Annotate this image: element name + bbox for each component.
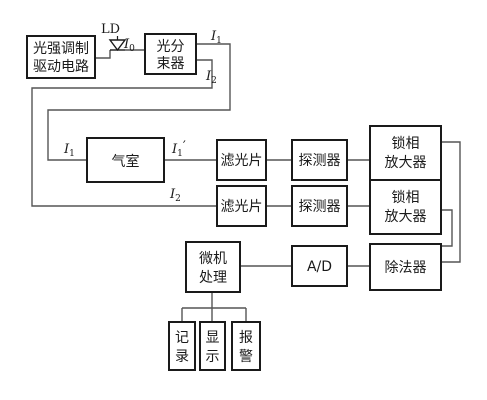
divider-block: 除法器 xyxy=(369,243,442,291)
laser-driver-line-1: 光强调制 xyxy=(33,41,89,57)
gas-cell-block: 气室 xyxy=(86,137,165,183)
record-line-2: 录 xyxy=(175,349,189,365)
alarm-block: 报 警 xyxy=(231,321,261,371)
lockin-bottom-line-1: 锁相 xyxy=(392,190,420,206)
detector-top-label: 探测器 xyxy=(299,153,341,169)
filter-top-block: 滤光片 xyxy=(216,139,267,181)
i2-bottom-label: I2 xyxy=(169,187,181,204)
display-line-1: 显 xyxy=(206,330,220,346)
display-line-2: 示 xyxy=(206,349,220,365)
laser-driver-line-2: 驱动电路 xyxy=(33,59,89,75)
detector-bottom-label: 探测器 xyxy=(299,199,341,215)
i1-cell-in-label: I1 xyxy=(63,142,75,159)
lockin-bottom-line-2: 放大器 xyxy=(385,209,427,225)
wire-lockin-bottom-to-divider xyxy=(441,209,453,247)
filter-bottom-label: 滤光片 xyxy=(221,199,263,215)
i1-prime-label: I1′ xyxy=(171,139,186,159)
laser-diode-icon xyxy=(108,36,127,52)
i0-label: I0 xyxy=(123,37,135,54)
alarm-line-1: 报 xyxy=(239,330,253,346)
filter-bottom-block: 滤光片 xyxy=(216,185,267,227)
beam-splitter-line-1: 光分 xyxy=(157,39,185,55)
wire-i2-loop xyxy=(31,59,217,207)
microcomputer-line-2: 处理 xyxy=(199,270,227,286)
alarm-line-2: 警 xyxy=(239,349,253,365)
divider-label: 除法器 xyxy=(385,260,427,276)
lockin-top-block: 锁相 放大器 xyxy=(369,125,442,181)
record-line-1: 记 xyxy=(175,330,189,346)
beam-splitter-line-2: 束器 xyxy=(157,56,185,72)
filter-top-label: 滤光片 xyxy=(221,153,263,169)
record-block: 记 录 xyxy=(168,321,196,371)
beam-splitter-block: 光分 束器 xyxy=(144,33,197,75)
microcomputer-line-1: 微机 xyxy=(199,251,227,267)
microcomputer-block: 微机 处理 xyxy=(185,241,241,293)
wire-lockin-top-to-divider xyxy=(441,141,461,263)
laser-driver-block: 光强调制 驱动电路 xyxy=(26,35,96,79)
connection-wires xyxy=(31,43,461,322)
ld-label: LD xyxy=(101,22,120,37)
i1-top-label: I1 xyxy=(210,29,222,46)
adc-block: A/D xyxy=(291,245,348,287)
detector-bottom-block: 探测器 xyxy=(291,185,348,227)
display-block: 显 示 xyxy=(199,321,226,371)
i2-top-label: I2 xyxy=(205,69,217,86)
wire-i1-loop xyxy=(47,43,231,161)
lockin-top-line-1: 锁相 xyxy=(392,136,420,152)
gas-cell-label: 气室 xyxy=(112,153,140,170)
detector-top-block: 探测器 xyxy=(291,139,348,181)
wire-mcu-to-outputs xyxy=(181,292,247,322)
lockin-bottom-block: 锁相 放大器 xyxy=(369,179,442,235)
adc-label: A/D xyxy=(307,259,332,275)
wire-driver-to-ld xyxy=(95,50,111,59)
lockin-top-line-2: 放大器 xyxy=(385,155,427,171)
